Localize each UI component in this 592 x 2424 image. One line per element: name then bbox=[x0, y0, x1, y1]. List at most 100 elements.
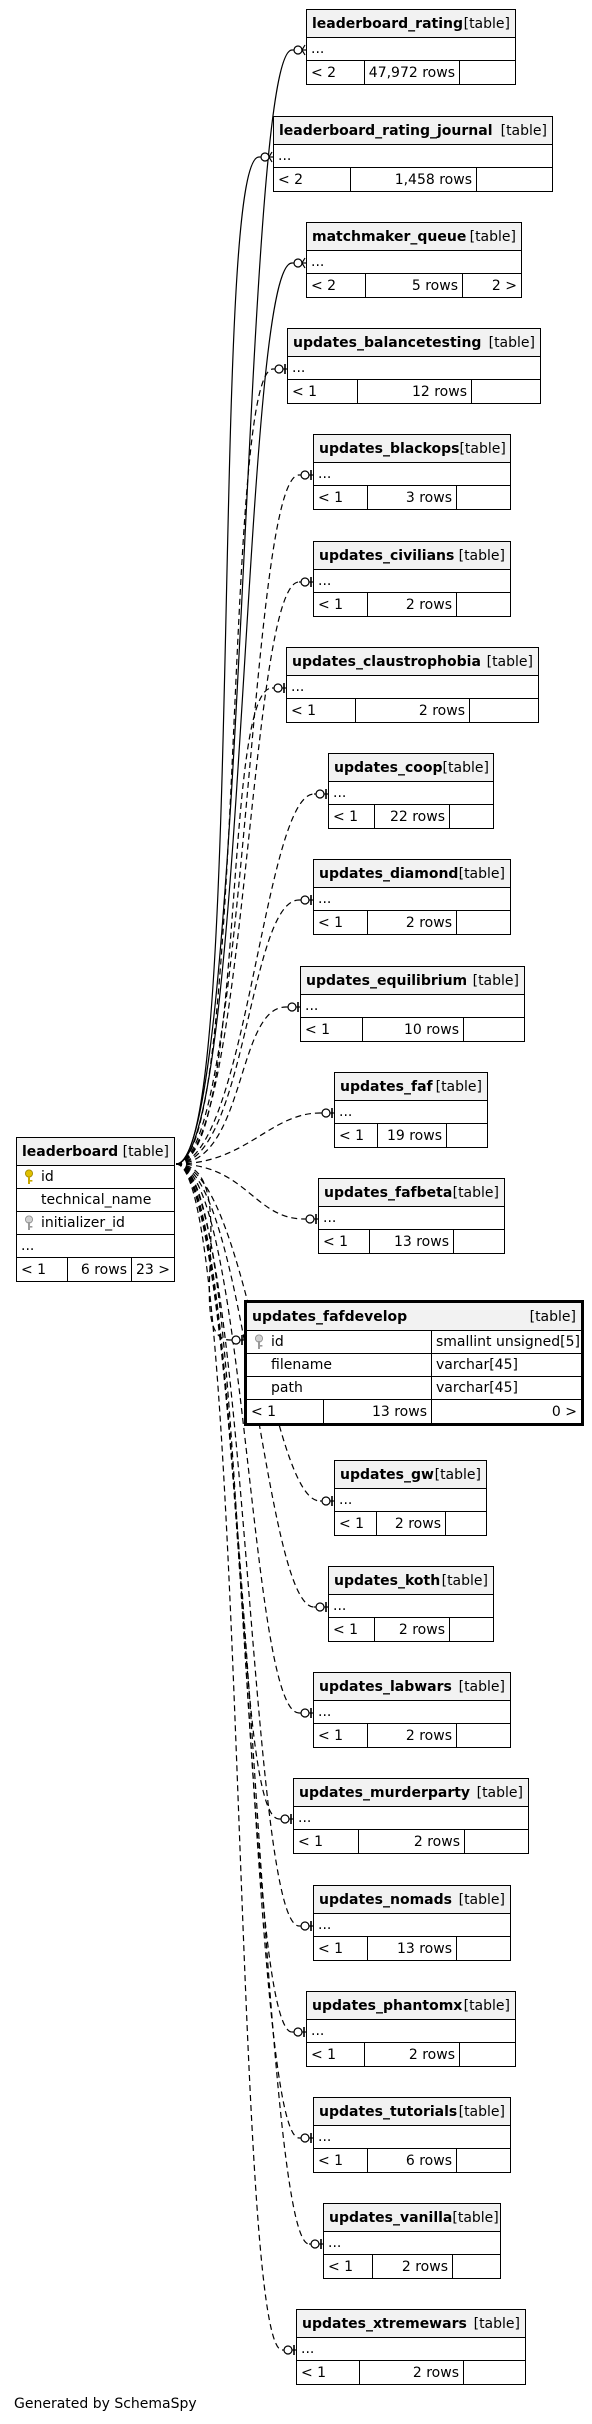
parents-count[interactable]: < 1 bbox=[298, 1833, 324, 1850]
table-header: updates_equilibrium[table] bbox=[301, 967, 524, 995]
parents-count[interactable]: < 1 bbox=[339, 1127, 365, 1144]
parents-count[interactable]: < 1 bbox=[318, 1727, 344, 1744]
column-name: id bbox=[271, 1334, 284, 1350]
children-count[interactable] bbox=[463, 2361, 525, 2384]
children-count[interactable] bbox=[446, 1124, 487, 1147]
optional-marker-updates-diamond bbox=[300, 895, 310, 905]
parents-count[interactable]: < 1 bbox=[301, 2364, 327, 2381]
parents-count[interactable]: < 1 bbox=[333, 808, 359, 825]
more-columns: ... bbox=[319, 1207, 504, 1230]
parents-count[interactable]: < 2 bbox=[311, 64, 337, 81]
parents-count[interactable]: < 1 bbox=[291, 702, 317, 719]
children-count[interactable]: 2 > bbox=[462, 274, 521, 297]
table-stats: < 1 2 rows bbox=[294, 1830, 528, 1853]
relationship-line-updates-blackops bbox=[175, 474, 300, 1165]
children-count[interactable] bbox=[452, 2255, 500, 2278]
children-count[interactable] bbox=[471, 380, 540, 403]
parents-count[interactable]: < 2 bbox=[311, 277, 337, 294]
children-count[interactable] bbox=[449, 1618, 493, 1641]
children-count[interactable] bbox=[453, 1230, 504, 1253]
children-count[interactable] bbox=[459, 61, 515, 84]
table-leaderboard[interactable]: leaderboard [table] id technical_name in… bbox=[16, 1137, 175, 1282]
children-count[interactable] bbox=[456, 1724, 510, 1747]
children-count[interactable] bbox=[459, 2043, 515, 2066]
parents-count[interactable]: < 1 bbox=[251, 1403, 277, 1420]
column-row: id bbox=[17, 1166, 174, 1189]
more-columns: ... bbox=[335, 1101, 487, 1124]
parents-count[interactable]: < 1 bbox=[318, 489, 344, 506]
table-kind: [table] bbox=[435, 1078, 482, 1095]
children-count[interactable] bbox=[449, 805, 493, 828]
table-kind: [table] bbox=[488, 334, 535, 351]
more-columns: ... bbox=[274, 145, 552, 168]
row-count: 2 rows bbox=[367, 593, 456, 616]
children-count[interactable] bbox=[456, 2149, 510, 2172]
table-stats: < 1 3 rows bbox=[314, 486, 510, 509]
children-count[interactable] bbox=[476, 168, 552, 191]
relationship-line-updates-coop bbox=[175, 793, 315, 1165]
children-count[interactable]: 23 > bbox=[131, 1258, 174, 1281]
children-count[interactable] bbox=[456, 911, 510, 934]
parents-count[interactable]: < 1 bbox=[328, 2258, 354, 2275]
parents-count[interactable]: < 2 bbox=[278, 171, 304, 188]
table-kind: [table] bbox=[463, 1997, 510, 2014]
row-count: 2 rows bbox=[358, 1830, 464, 1853]
more-columns: ... bbox=[314, 570, 510, 593]
parents-count[interactable]: < 1 bbox=[318, 596, 344, 613]
table-header: updates_nomads[table] bbox=[314, 1886, 510, 1914]
table-name: updates_claustrophobia bbox=[292, 653, 481, 670]
parents-count[interactable]: < 1 bbox=[339, 1515, 365, 1532]
column-name: id bbox=[41, 1169, 54, 1185]
children-count[interactable] bbox=[463, 1018, 524, 1041]
children-count[interactable] bbox=[456, 486, 510, 509]
table-header: updates_murderparty[table] bbox=[294, 1779, 528, 1807]
children-count[interactable] bbox=[469, 699, 538, 722]
children-count[interactable] bbox=[464, 1830, 528, 1853]
parents-count[interactable]: < 1 bbox=[305, 1021, 331, 1038]
children-count[interactable]: 0 > bbox=[431, 1400, 581, 1423]
row-count: 13 rows bbox=[367, 1937, 456, 1960]
children-count[interactable] bbox=[456, 1937, 510, 1960]
parents-count[interactable]: < 1 bbox=[21, 1261, 47, 1278]
parents-count[interactable]: < 1 bbox=[311, 2046, 337, 2063]
table-kind: [table] bbox=[452, 1184, 499, 1201]
children-count[interactable] bbox=[445, 1512, 486, 1535]
children-count[interactable] bbox=[456, 593, 510, 616]
more-columns: ... bbox=[307, 251, 521, 274]
row-count: 2 rows bbox=[355, 699, 469, 722]
table-name: updates_blackops bbox=[319, 440, 460, 457]
parents-count[interactable]: < 1 bbox=[333, 1621, 359, 1638]
parents-count[interactable]: < 1 bbox=[318, 914, 344, 931]
parents-count[interactable]: < 1 bbox=[292, 383, 318, 400]
row-count: 3 rows bbox=[367, 486, 456, 509]
parents-count[interactable]: < 1 bbox=[323, 1233, 349, 1250]
parents-count[interactable]: < 1 bbox=[318, 1940, 344, 1957]
table-header: updates_koth[table] bbox=[329, 1567, 493, 1595]
parents-count[interactable]: < 1 bbox=[318, 2152, 344, 2169]
table-updates-fafdevelop[interactable]: updates_fafdevelop [table] id smallint u… bbox=[244, 1300, 584, 1426]
